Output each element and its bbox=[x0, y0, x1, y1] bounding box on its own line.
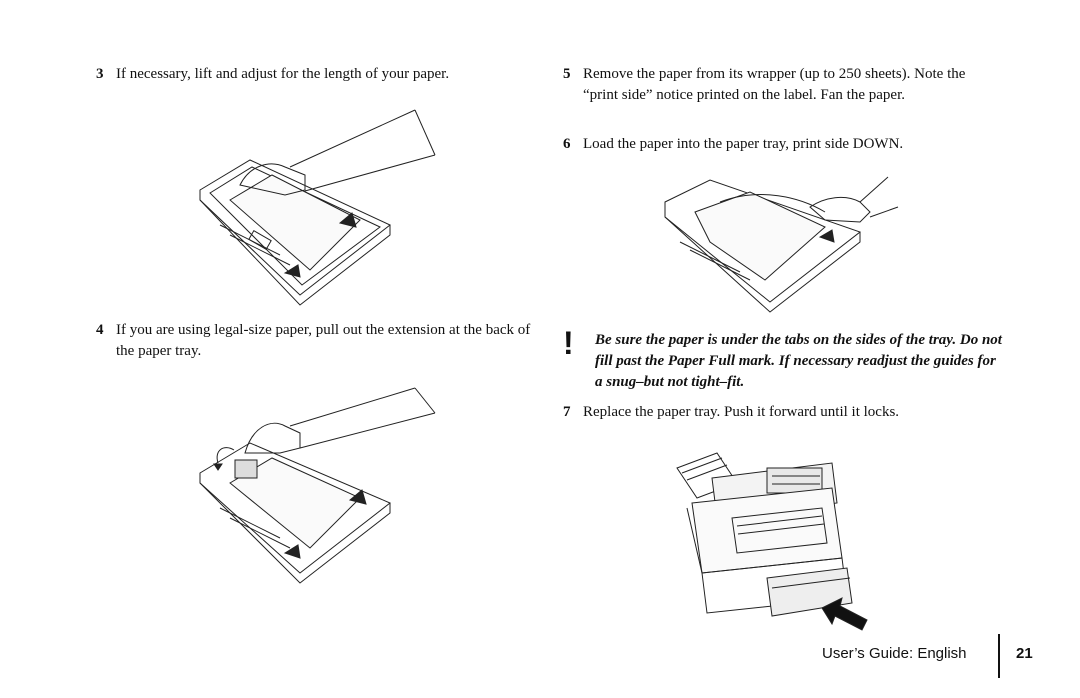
step-text: Replace the paper tray. Push it forward … bbox=[583, 404, 900, 420]
step-7: 7 Replace the paper tray. Push it forwar… bbox=[563, 402, 1003, 423]
step-text: Remove the paper from its wrapper (up to… bbox=[583, 66, 966, 103]
footer-divider bbox=[998, 634, 1000, 678]
step-number: 4 bbox=[96, 322, 104, 338]
tray-loading-paper-illustration bbox=[660, 172, 900, 312]
tray-adjust-length-illustration bbox=[190, 105, 450, 305]
guide-language-label: User’s Guide: English bbox=[822, 645, 967, 662]
step-text: If you are using legal-size paper, pull … bbox=[116, 322, 531, 359]
step-text: Load the paper into the paper tray, prin… bbox=[583, 136, 904, 152]
warning-icon: ! bbox=[563, 325, 574, 361]
step-6: 6 Load the paper into the paper tray, pr… bbox=[563, 134, 1003, 155]
step-4: 4 If you are using legal-size paper, pul… bbox=[96, 320, 536, 362]
step-5: 5 Remove the paper from its wrapper (up … bbox=[563, 64, 1003, 106]
tray-extension-illustration bbox=[190, 378, 450, 583]
page-number: 21 bbox=[1016, 645, 1033, 662]
step-number: 7 bbox=[563, 404, 571, 420]
step-number: 6 bbox=[563, 136, 571, 152]
step-number: 5 bbox=[563, 66, 571, 82]
step-3: 3 If necessary, lift and adjust for the … bbox=[96, 64, 536, 85]
warning-note: ! Be sure the paper is under the tabs on… bbox=[563, 326, 1003, 393]
step-text: If necessary, lift and adjust for the le… bbox=[116, 66, 450, 82]
step-number: 3 bbox=[96, 66, 104, 82]
fax-machine-tray-insert-illustration bbox=[672, 448, 872, 638]
warning-text: Be sure the paper is under the tabs on t… bbox=[595, 332, 1002, 390]
